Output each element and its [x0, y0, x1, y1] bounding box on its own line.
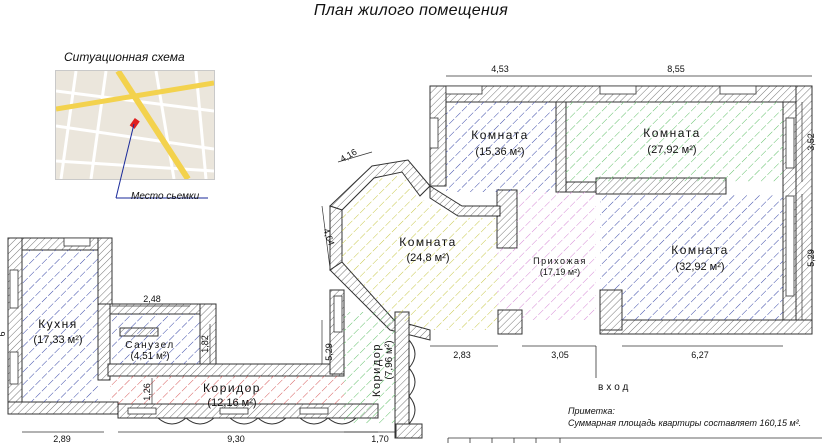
room-1-area: (15,36 м²): [475, 146, 524, 158]
room-3-fill: [342, 174, 497, 330]
kitchen-fill: [22, 250, 98, 402]
room-3-area: (24,8 м²): [406, 252, 449, 264]
entrance-label: вход: [598, 382, 631, 393]
bath-fill: [112, 314, 200, 364]
corridor-2-area: (7,96 м²): [384, 340, 395, 379]
hall-name: Прихожая: [533, 256, 587, 266]
plan-title: План жилого помещения: [313, 2, 509, 19]
dim-9-30: 9,30: [227, 434, 245, 443]
dim-3-52: 3,52: [806, 133, 816, 151]
dim-5-29-right: 5,29: [806, 249, 816, 267]
dim-2-83: 2,83: [453, 350, 471, 360]
corridor-2-name: Коридор: [371, 343, 383, 397]
corridor-2-fill: [344, 312, 395, 424]
room-1-name: Комната: [471, 128, 529, 142]
room-2-fill: [566, 102, 783, 182]
dim-1-82: 1,82: [200, 335, 210, 353]
photo-location-label: Место сьемки: [131, 191, 200, 202]
hall-fill: [497, 192, 596, 320]
bay-window-arcs: [157, 339, 416, 425]
dim-6: 6: [0, 331, 7, 336]
corridor-1-fill: [110, 376, 344, 404]
dim-8-55: 8,55: [667, 64, 685, 74]
dim-5-29-corridor: 5,29: [324, 343, 334, 361]
dimension-lines: [7, 75, 812, 433]
dim-6-27: 6,27: [691, 350, 709, 360]
room-4-fill: [596, 194, 783, 320]
bath-area: (4,51 м²): [130, 351, 169, 362]
room-fills: [22, 102, 783, 424]
note-text: Суммарная площадь квартиры составляет 16…: [568, 418, 802, 428]
dim-2-89: 2,89: [53, 434, 71, 443]
note-label: Приметка:: [568, 406, 615, 416]
room-3-name: Комната: [399, 235, 457, 249]
room-4-area: (32,92 м²): [675, 261, 724, 273]
situation-map: [55, 70, 215, 180]
kitchen-area: (17,33 м²): [33, 334, 82, 346]
corridor-1-area: (12,16 м²): [207, 397, 256, 409]
dim-4-53: 4,53: [491, 64, 509, 74]
windows: [9, 85, 795, 415]
dim-4-16: 4,16: [338, 147, 358, 164]
dim-3-05: 3,05: [551, 350, 569, 360]
bath-name: Санузел: [125, 340, 174, 351]
situation-title: Ситуационная схема: [64, 50, 185, 64]
room-2-name: Комната: [643, 126, 701, 140]
dim-1-70: 1,70: [371, 434, 389, 443]
room-1-fill: [446, 102, 556, 192]
hall-area: (17,19 м²): [540, 267, 580, 277]
dim-1-26: 1,26: [142, 383, 152, 401]
corridor-1-name: Коридор: [203, 381, 261, 395]
dim-2-48: 2,48: [143, 294, 161, 304]
title-block-table: [447, 437, 822, 443]
room-2-area: (27,92 м²): [647, 144, 696, 156]
kitchen-name: Кухня: [38, 317, 78, 331]
room-4-name: Комната: [671, 243, 729, 257]
photo-location-marker: [115, 123, 208, 199]
